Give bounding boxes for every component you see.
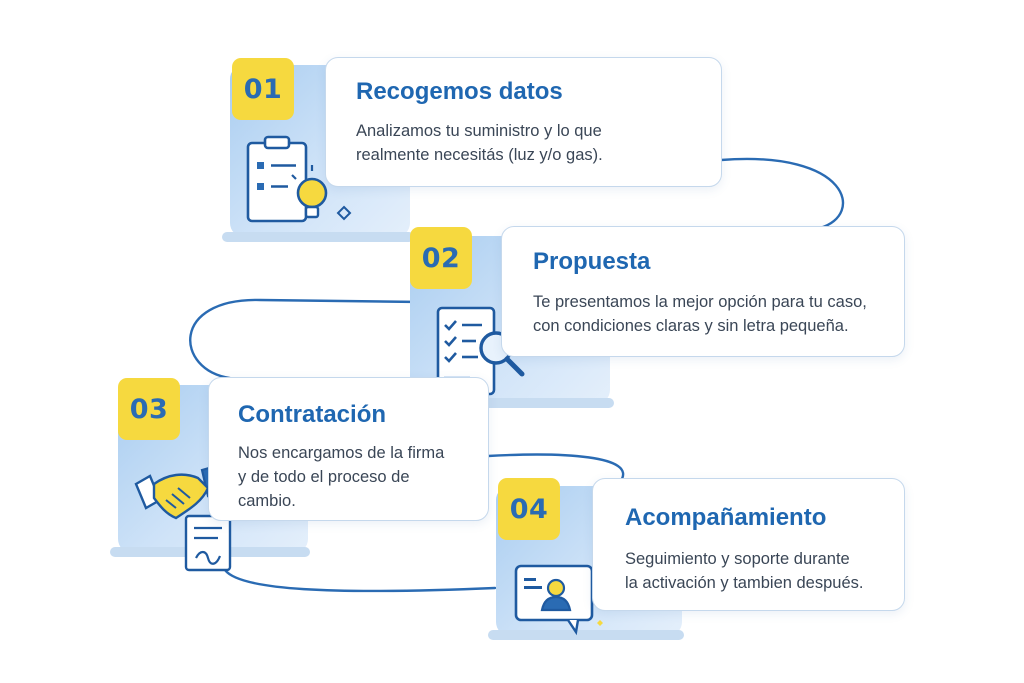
step-03-card: Contratación Nos encargamos de la firma … (208, 377, 489, 521)
step-02-description-line-1: Te presentamos la mejor opción para tu c… (533, 293, 867, 311)
step-03-number-badge: 03 (118, 378, 180, 440)
clipboard-lightbulb-icon (246, 135, 352, 223)
support-chat-icon (514, 564, 603, 636)
step-03-title: Contratación (238, 401, 387, 428)
step-01-card: Recogemos datos Analizamos tu suministro… (325, 57, 722, 187)
step-03-description-line-3: cambio. (238, 492, 296, 510)
step-02-number-badge: 02 (410, 227, 472, 289)
step-04-description-line-1: Seguimiento y soporte durante (625, 550, 850, 568)
step-01-panel-base (222, 232, 414, 242)
connector-01-02 (719, 157, 845, 232)
step-01-description-line-1: Analizamos tu suministro y lo que (356, 122, 602, 140)
step-04-number-badge: 04 (498, 478, 560, 540)
step-02-title: Propuesta (533, 248, 651, 275)
step-03-description-line-2: y de todo el proceso de (238, 468, 410, 486)
step-04-title: Acompañamiento (625, 504, 827, 531)
step-04-panel-base (488, 630, 684, 640)
step-01-description-line-2: realmente necesitás (luz y/o gas). (356, 146, 603, 164)
connector-03-04 (486, 453, 624, 484)
connector-03-tail (223, 568, 497, 593)
step-01-number-badge: 01 (232, 58, 294, 120)
step-02-card: Propuesta Te presentamos la mejor opción… (501, 226, 905, 357)
step-02-panel-base (402, 398, 614, 408)
step-04-card: Acompañamiento Seguimiento y soporte dur… (592, 478, 905, 611)
step-03-description-line-1: Nos encargamos de la firma (238, 444, 445, 462)
step-02-description-line-2: con condiciones claras y sin letra peque… (533, 317, 849, 335)
step-01-title: Recogemos datos (356, 78, 563, 105)
connector-02-03 (189, 298, 505, 380)
step-04-description-line-2: la activación y tambien después. (625, 574, 864, 592)
